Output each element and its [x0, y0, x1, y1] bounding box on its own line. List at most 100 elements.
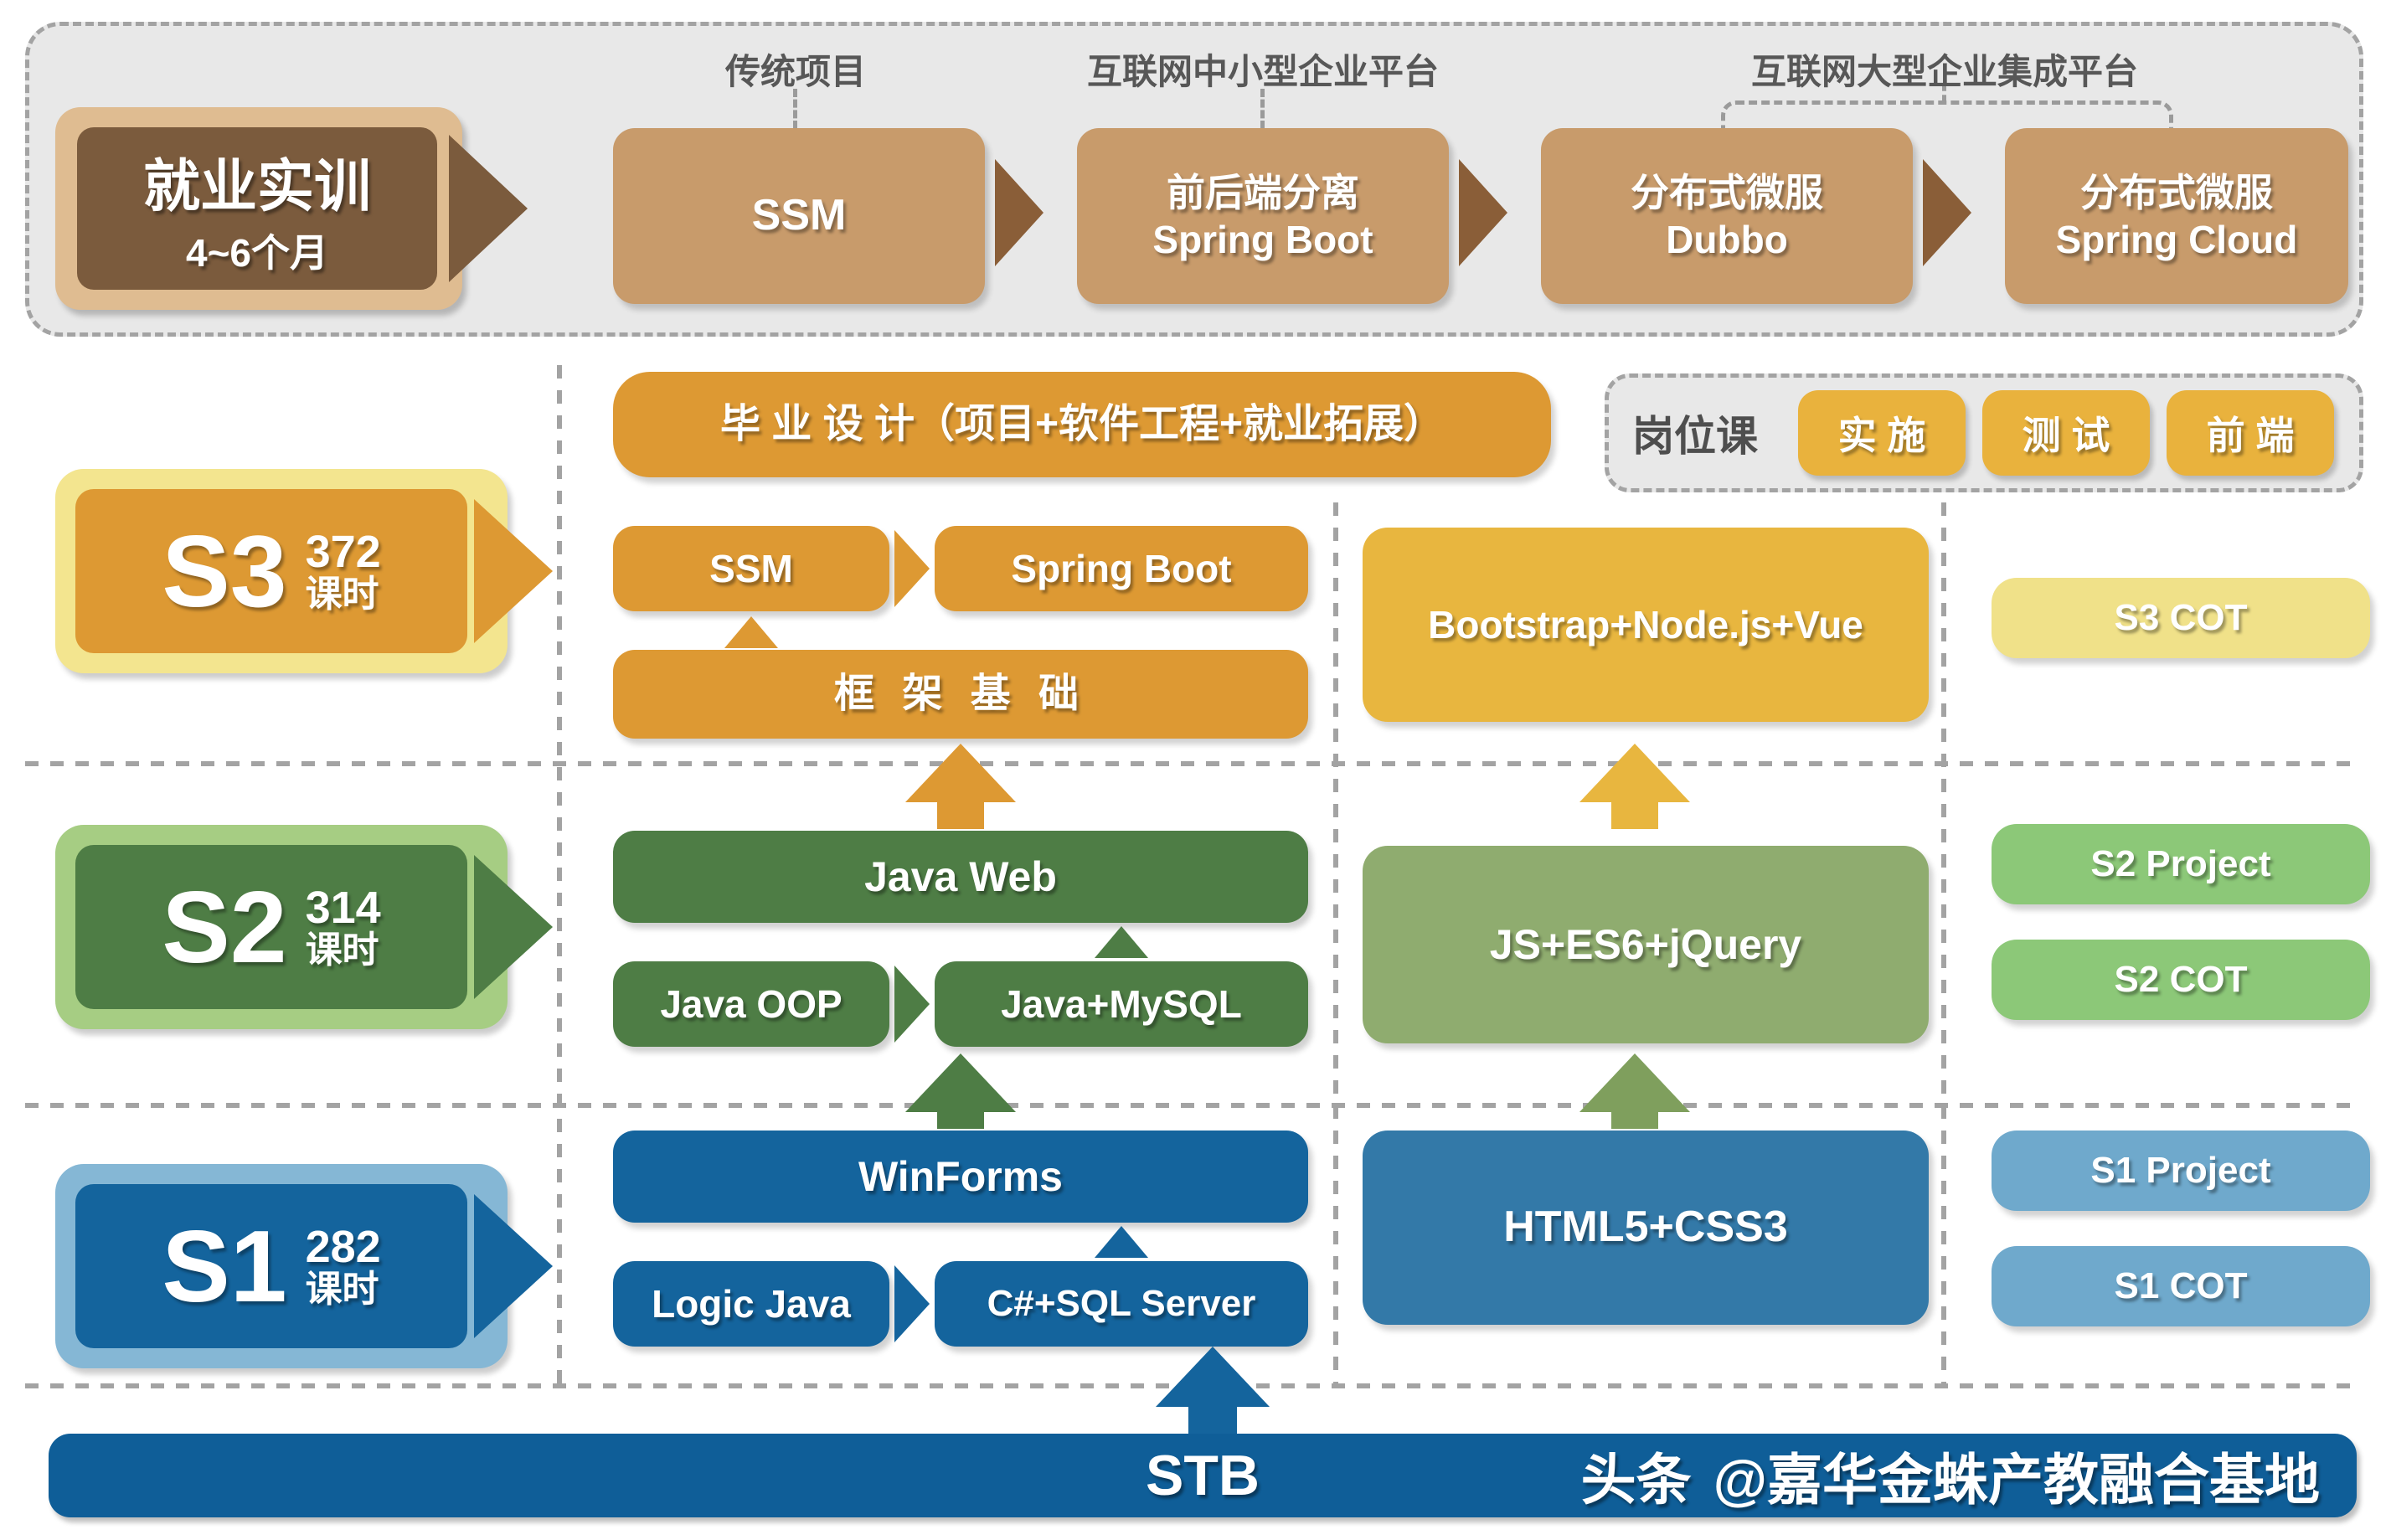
semester-s2-name: S2 — [162, 870, 287, 984]
employment-badge-inner: 就业实训 4~6个月 — [77, 127, 437, 290]
fw-arrow-s2-to-s3-icon — [905, 744, 1016, 829]
web-s3-bootstrap-box: Bootstrap+Node.js+Vue — [1363, 528, 1929, 722]
column-divider-right — [1941, 502, 1946, 1383]
fw-s1-logicjava-box: Logic Java — [613, 1261, 889, 1347]
connector-sme — [1260, 89, 1265, 129]
project-s2-label: S2 Project — [2090, 843, 2271, 885]
fw-s3-up-triangle-icon — [724, 616, 778, 648]
stage-box-springcloud-line2: Spring Cloud — [2055, 218, 2298, 261]
fw-s3-foundation-label: 框 架 基 础 — [833, 671, 1087, 716]
stage-box-springcloud-line1: 分布式微服 — [2080, 170, 2273, 214]
semester-badge-s1-arrow-icon — [474, 1194, 553, 1338]
project-s1-box: S1 Project — [1992, 1131, 2370, 1211]
stage-box-springboot-line2: Spring Boot — [1152, 218, 1373, 261]
job-course-implementation: 实 施 — [1798, 390, 1966, 476]
web-s2-js-label: JS+ES6+jQuery — [1489, 920, 1802, 968]
connector-enterprise-stub — [1942, 84, 1946, 102]
employment-arrow-icon — [449, 135, 528, 282]
fw-s1-arrow-right-icon — [894, 1265, 930, 1342]
cot-s1-label: S1 COT — [2114, 1265, 2248, 1307]
web-arrow-s2-to-s3-icon — [1579, 744, 1690, 829]
arrow-stb-to-s1-icon — [1156, 1347, 1270, 1434]
graduation-banner: 毕 业 设 计（项目+软件工程+就业拓展） — [613, 372, 1551, 477]
job-course-testing: 测 试 — [1982, 390, 2150, 476]
semester-s2-unit: 课时 — [305, 930, 379, 971]
web-arrow-s1-to-s2-icon — [1579, 1053, 1690, 1129]
fw-arrow-s1-to-s2-icon — [905, 1053, 1016, 1129]
fw-s2-javaoop-label: Java OOP — [660, 981, 843, 1026]
web-s1-html-label: HTML5+CSS3 — [1503, 1203, 1788, 1252]
fw-s2-arrow-right-icon — [894, 966, 930, 1043]
fw-s1-winforms-label: WinForms — [858, 1152, 1063, 1200]
connector-enterprise-bracket — [1721, 100, 2173, 133]
semester-s3-unit: 课时 — [305, 574, 379, 615]
cot-s2-label: S2 COT — [2114, 959, 2248, 1001]
fw-s2-javaweb-box: Java Web — [613, 831, 1308, 923]
cot-s3-label: S3 COT — [2114, 597, 2248, 639]
stage-box-dubbo-line1: 分布式微服 — [1631, 170, 1823, 214]
cot-s2-box: S2 COT — [1992, 940, 2370, 1020]
fw-s1-up-triangle-icon — [1095, 1226, 1148, 1258]
job-course-frontend-label: 前 端 — [2206, 414, 2295, 457]
semester-s3-name: S3 — [162, 514, 287, 628]
web-s2-js-box: JS+ES6+jQuery — [1363, 846, 1929, 1043]
stage-arrow-2-icon — [1459, 159, 1507, 266]
job-course-testing-label: 测 试 — [2022, 414, 2110, 457]
stage-arrow-1-icon — [995, 159, 1043, 266]
semester-s1-unit: 课时 — [305, 1269, 379, 1311]
fw-s3-ssm-box: SSM — [613, 526, 889, 611]
semester-s2-hours: 314 — [305, 882, 381, 933]
fw-s1-csharp-label: C#+SQL Server — [987, 1283, 1256, 1325]
fw-s2-javamysql-box: Java+MySQL — [935, 961, 1308, 1047]
fw-s2-up-triangle-icon — [1095, 926, 1148, 958]
web-s3-bootstrap-label: Bootstrap+Node.js+Vue — [1428, 602, 1863, 646]
project-s1-label: S1 Project — [2090, 1150, 2271, 1192]
label-traditional-project: 传统项目 — [724, 52, 866, 91]
semester-badge-s3-arrow-icon — [474, 499, 553, 643]
fw-s3-springboot-label: Spring Boot — [1011, 546, 1232, 590]
fw-s3-ssm-label: SSM — [709, 546, 793, 590]
stb-label: STB — [1146, 1444, 1260, 1507]
semester-s3-hours: 372 — [305, 526, 381, 577]
row-separator-s2-s1 — [25, 1103, 2362, 1108]
label-sme-platform: 互联网中小型企业平台 — [1086, 52, 1439, 91]
stage-box-dubbo-line2: Dubbo — [1666, 218, 1788, 261]
fw-s2-javaoop-box: Java OOP — [613, 961, 889, 1047]
toutiao-logo: 头条 — [1580, 1449, 1692, 1511]
brand-handle: @嘉华金蛛产教融合基地 — [1713, 1449, 2320, 1511]
semester-badge-s3-inner: S3 372 课时 — [75, 489, 467, 653]
semester-badge-s1-inner: S1 282 课时 — [75, 1184, 467, 1348]
fw-s3-foundation-box: 框 架 基 础 — [613, 650, 1308, 739]
stage-box-springboot-line1: 前后端分离 — [1167, 170, 1359, 214]
fw-s2-javaweb-label: Java Web — [864, 852, 1057, 900]
label-enterprise-platform: 互联网大型企业集成平台 — [1750, 52, 2138, 91]
brand-watermark: 头条 @嘉华金蛛产教融合基地 — [1581, 1434, 2320, 1517]
fw-s2-javamysql-label: Java+MySQL — [1001, 981, 1242, 1026]
stb-bar: STB 头条 @嘉华金蛛产教融合基地 — [49, 1434, 2357, 1517]
job-course-frontend: 前 端 — [2167, 390, 2334, 476]
employment-title: 就业实训 — [142, 154, 371, 219]
column-divider-left — [557, 365, 562, 1383]
stage-box-springcloud: 分布式微服 Spring Cloud — [2005, 128, 2348, 304]
employment-badge: 就业实训 4~6个月 — [55, 107, 528, 310]
stage-box-ssm: SSM — [613, 128, 985, 304]
row-separator-s3-s2 — [25, 761, 2362, 766]
cot-s1-box: S1 COT — [1992, 1246, 2370, 1326]
project-s2-box: S2 Project — [1992, 824, 2370, 904]
stage-box-springboot: 前后端分离 Spring Boot — [1077, 128, 1449, 304]
fw-s3-arrow-right-icon — [894, 530, 930, 607]
cot-s3-box: S3 COT — [1992, 578, 2370, 658]
fw-s1-winforms-box: WinForms — [613, 1131, 1308, 1223]
semester-badge-s2: S2 314 课时 — [55, 825, 558, 1029]
semester-badge-s2-inner: S2 314 课时 — [75, 845, 467, 1009]
fw-s3-springboot-box: Spring Boot — [935, 526, 1308, 611]
fw-s1-logicjava-label: Logic Java — [652, 1281, 851, 1326]
stage-arrow-3-icon — [1923, 159, 1971, 266]
job-course-panel: 岗位课 实 施 测 试 前 端 — [1605, 373, 2363, 492]
fw-s1-csharp-box: C#+SQL Server — [935, 1261, 1308, 1347]
semester-badge-s1: S1 282 课时 — [55, 1164, 558, 1368]
semester-s1-name: S1 — [162, 1209, 287, 1323]
employment-subtitle: 4~6个月 — [185, 230, 329, 275]
stage-box-ssm-label: SSM — [751, 191, 847, 240]
